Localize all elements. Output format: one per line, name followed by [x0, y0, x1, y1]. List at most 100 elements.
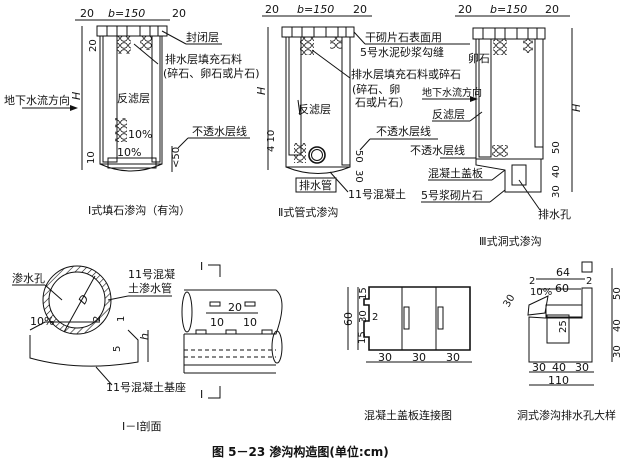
type3-label-impervious: 不透水层线 — [410, 143, 465, 157]
detail-dim-64: 64 — [556, 266, 570, 279]
type3-label-filter: 反滤层 — [432, 108, 465, 121]
type1-dim-10: 10 — [86, 151, 97, 164]
type3-dim-40: 40 — [551, 165, 562, 178]
cover-dim-30: 30 — [358, 310, 369, 323]
detail-dim-b30a: 30 — [532, 361, 546, 374]
detail-caption: 洞式渗沟排水孔大样 — [517, 408, 616, 422]
type2-label-concrete: 11号混凝土 — [348, 187, 406, 201]
cover-dim-w1: 30 — [378, 351, 392, 364]
cover-dim-w3: 30 — [446, 351, 460, 364]
section-label-pipe1: 11号混凝 — [128, 267, 175, 281]
type3-cap — [472, 27, 546, 40]
type3-drain-hole — [511, 164, 527, 186]
type2-cap — [281, 26, 355, 38]
type3-flow-arrow-icon — [470, 96, 478, 102]
type1-slope1: 10% — [128, 128, 152, 141]
type2-label-mortar: 5号水泥砂浆勾缝 — [360, 45, 444, 59]
section-mark-top: Ⅰ — [200, 260, 203, 273]
type1-label-seal: 封闭层 — [186, 30, 219, 44]
type1-trench: 20 b=150 20 H 20 10 <50 封闭层 排水层填充石料 (碎石、… — [4, 7, 260, 217]
type2-dim-b: b=150 — [297, 3, 334, 16]
figure-title: 图 5－23 渗沟构造图(单位:cm) — [212, 444, 389, 459]
type3-masonry — [475, 159, 542, 193]
detail-dim-b30b: 30 — [575, 361, 589, 374]
type2-dim-right: 20 — [353, 3, 367, 16]
detail-inlet-masonry — [527, 295, 549, 316]
section-dim-2: 2 — [92, 316, 103, 322]
cover-dim-60: 60 — [342, 312, 355, 326]
detail-masonry-body — [528, 287, 593, 363]
type3-wall-hatch — [534, 38, 544, 148]
cover-dim-2: 2 — [372, 312, 378, 323]
type1-slope2: 10% — [117, 146, 141, 159]
detail-dim-110: 110 — [548, 374, 569, 387]
section-mark-bottom: Ⅰ — [200, 388, 203, 401]
type1-filter-layer — [102, 35, 118, 163]
type1-label-drain2: (碎石、卵石或片石) — [163, 66, 260, 80]
type2-trench: 20 b=150 20 H 4 10 50 30 干砌片石表面用 5号水泥砂浆勾… — [255, 3, 470, 219]
type1-dim-right: 20 — [172, 7, 186, 20]
type2-label-filter: 反滤层 — [298, 103, 331, 116]
type1-dim-left: 20 — [80, 7, 94, 20]
type1-dim-lt50: <50 — [171, 147, 182, 168]
type3-label-pebble: 卵石 — [468, 52, 490, 65]
type2-dim-left: 20 — [265, 3, 279, 16]
type2-pipe-label-box — [295, 177, 337, 193]
drain-hole-detail: 25 64 60 2 2 10% 30 50 40 30 30 40 30 11… — [502, 261, 623, 422]
detail-drain-hole — [546, 314, 570, 344]
type1-label-flow: 地下水流方向 — [4, 93, 70, 107]
type3-label-hole: 排水孔 — [538, 207, 571, 221]
type3-dim-b: b=150 — [490, 3, 527, 16]
type1-label-impervious: 不透水层线 — [192, 124, 247, 138]
type1-wall-hatch — [151, 35, 161, 163]
section-slope: 10% — [30, 315, 54, 328]
section-dim-1: 1 — [116, 316, 127, 322]
type1-label-filter: 反滤层 — [117, 92, 150, 105]
section-diameter-line — [63, 275, 96, 333]
type3-label-masonry: 5号浆砌片石 — [421, 188, 483, 202]
detail-dim-30side: 30 — [502, 293, 518, 310]
type2-label-pipe: 排水管 — [299, 178, 332, 192]
type2-drain-pipe — [308, 146, 326, 164]
cover-dim-15a: 15 — [358, 287, 369, 300]
section-dim-10a: 10 — [210, 316, 224, 329]
detail-dim-25: 25 — [558, 320, 569, 333]
section-dim-10b: 10 — [243, 316, 257, 329]
section-caption: Ⅰ－Ⅰ剖面 — [122, 419, 162, 433]
cover-dim-15b: 15 — [357, 331, 368, 344]
cover-plate-view: 60 15 30 15 2 30 30 30 混凝土盖板连接图 — [342, 286, 472, 422]
cover-dim-w2: 30 — [412, 351, 426, 364]
type3-dim-H: H — [570, 104, 583, 112]
type3-trench: 20 b=150 20 H 50 40 30 卵石 地下水流方向 反滤层 不透水… — [410, 3, 583, 248]
type1-dim-top: 20 — [88, 39, 99, 52]
detail-slope: 10% — [530, 287, 552, 298]
detail-dim-2a: 2 — [529, 276, 535, 287]
section-dim-20: 20 — [228, 301, 242, 314]
type2-label-drain2: (碎石、卵 — [352, 82, 400, 96]
section-view: D 2 1 5 h 渗水孔 11号混凝 土渗水管 10% 11号混凝土基座 Ⅰ … — [12, 260, 283, 433]
detail-dim-b40: 40 — [552, 361, 566, 374]
type3-dim-right: 20 — [545, 3, 559, 16]
detail-cover-slab — [545, 304, 583, 318]
type3-dim-30: 30 — [551, 185, 562, 198]
cover-plate-outline — [363, 286, 471, 351]
type2-label-drysurface: 干砌片石表面用 — [365, 30, 442, 44]
type3-dim-50: 50 — [551, 141, 562, 154]
section-base — [29, 329, 139, 367]
type3-dim-left: 20 — [458, 3, 472, 16]
type3-caption: Ⅲ式洞式渗沟 — [479, 234, 542, 248]
type3-label-cover: 混凝土盖板 — [428, 166, 483, 180]
type2-label-drain3: 石或片石） — [355, 96, 410, 109]
type1-dim-H: H — [70, 92, 83, 100]
type2-label-impervious: 不透水层线 — [376, 124, 431, 138]
type2-dim-10: 4 10 — [266, 130, 277, 152]
section-pipe-elevation — [184, 289, 283, 335]
type1-flow-arrow-icon — [70, 105, 78, 111]
detail-dim-2b: 2 — [586, 276, 592, 287]
type2-dim-50: 50 — [353, 150, 364, 163]
section-label-pipe2: 土渗水管 — [128, 281, 172, 295]
type2-wall-hatch — [341, 36, 351, 166]
section-label-hole: 渗水孔 — [12, 271, 45, 285]
type2-filter-layer — [288, 36, 302, 156]
section-dim-h: h — [138, 333, 151, 340]
